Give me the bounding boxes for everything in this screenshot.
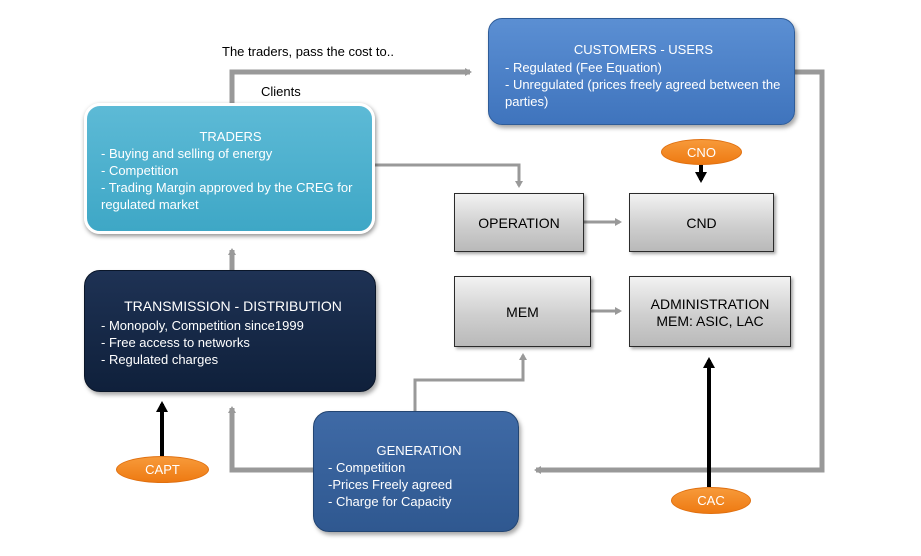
generation-item-competition: - Competition	[328, 460, 406, 475]
transmission-item-regulated-charges: - Regulated charges	[101, 352, 219, 367]
transmission-item-monopoly: - Monopoly, Competition since1999	[101, 318, 304, 333]
connector-generation-mem	[413, 353, 527, 411]
traders-item-competition: - Competition	[101, 163, 179, 178]
traders-item-buying-selling: - Buying and selling of energy	[101, 146, 273, 161]
cno-badge: CNO	[661, 139, 742, 165]
connector-customers-generation	[534, 69, 825, 474]
traders-title: TRADERS	[199, 129, 262, 144]
transmission-item-free-access: - Free access to networks	[101, 335, 250, 350]
connector-traders-customers	[229, 68, 472, 103]
administration-box: ADMINISTRATION MEM: ASIC, LAC	[629, 276, 791, 347]
administration-subtitle: MEM: ASIC, LAC	[656, 313, 764, 329]
cnd-box: CND	[629, 193, 774, 252]
customers-item-regulated: - Regulated (Fee Equation)	[505, 60, 662, 75]
cac-badge: CAC	[671, 487, 751, 514]
customers-title: CUSTOMERS - USERS	[573, 42, 714, 57]
transmission-distribution-box: TRANSMISSION - DISTRIBUTION - Monopoly, …	[84, 270, 376, 392]
transmission-list: - Monopoly, Competition since1999 - Free…	[101, 317, 365, 368]
generation-title: GENERATION	[376, 443, 462, 458]
generation-box: GENERATION - Competition -Prices Freely …	[313, 411, 519, 532]
generation-list: - Competition -Prices Freely agreed - Ch…	[328, 459, 510, 510]
operation-box: OPERATION	[454, 193, 584, 252]
connector-generation-transmission	[228, 406, 313, 473]
capt-badge: CAPT	[116, 456, 209, 483]
pass-cost-label: The traders, pass the cost to..	[222, 44, 394, 59]
traders-list: - Buying and selling of energy - Competi…	[101, 145, 360, 213]
customers-list: - Regulated (Fee Equation) - Unregulated…	[505, 59, 782, 110]
transmission-title: TRANSMISSION - DISTRIBUTION	[124, 298, 342, 314]
clients-label: Clients	[261, 84, 301, 99]
traders-item-trading-margin: - Trading Margin approved by the CREG fo…	[101, 180, 353, 212]
generation-item-prices: -Prices Freely agreed	[328, 477, 453, 492]
traders-box: TRADERS - Buying and selling of energy -…	[84, 103, 375, 234]
connector-traders-operation	[375, 163, 523, 188]
mem-box: MEM	[454, 276, 591, 347]
customers-item-unregulated: - Unregulated (prices freely agreed betw…	[505, 77, 781, 109]
administration-title: ADMINISTRATION	[650, 296, 770, 312]
generation-item-capacity: - Charge for Capacity	[328, 494, 452, 509]
customers-users-box: CUSTOMERS - USERS - Regulated (Fee Equat…	[488, 18, 795, 125]
